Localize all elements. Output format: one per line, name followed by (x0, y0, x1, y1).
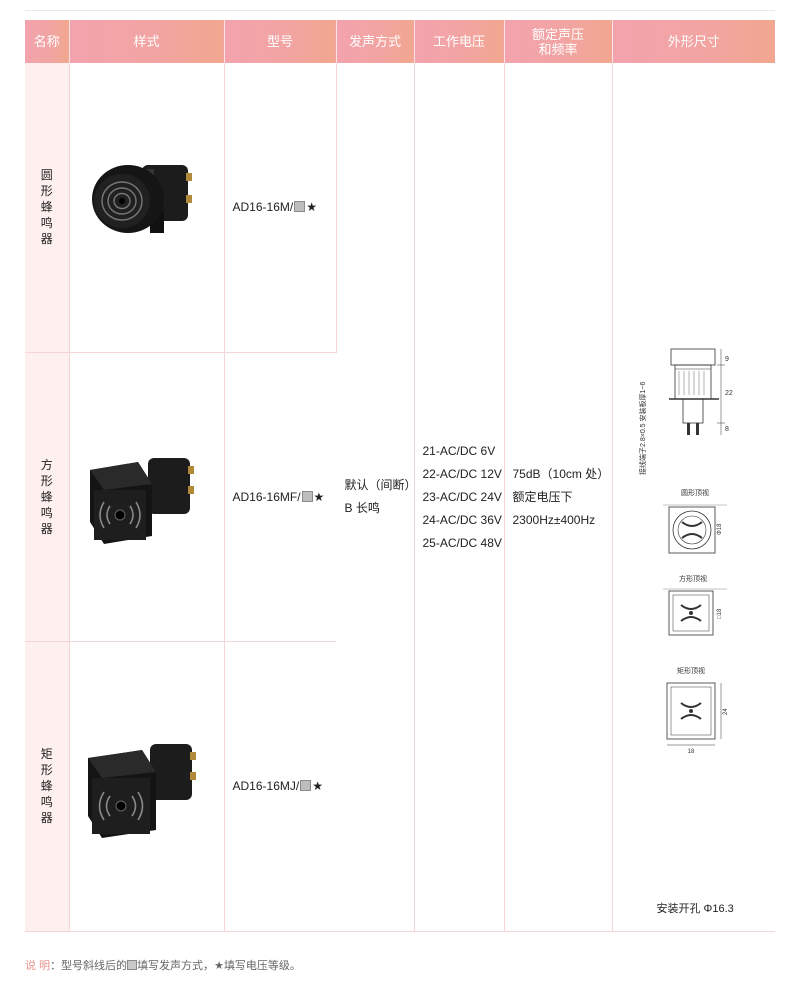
header-model: 型号 (224, 20, 337, 63)
header-rating-line2: 和频率 (538, 41, 578, 57)
header-dimensions: 外形尺寸 (612, 20, 775, 63)
voltage-star-icon: ★ (214, 960, 224, 972)
row-name-char: 器 (40, 521, 53, 536)
round-top-view-drawing: 圆形顶视 Φ18 (662, 488, 727, 554)
sound-mode-long: B 长鸣 (344, 501, 380, 515)
square-top-view-drawing: 方形顶视 □18 (662, 574, 727, 636)
row-name-square: 方 形 蜂 鸣 器 (25, 352, 70, 642)
header-rating: 额定声压 和频率 (504, 20, 613, 63)
voltage-star-icon: ★ (313, 489, 325, 504)
sound-mode-placeholder-icon (127, 960, 138, 970)
product-photo-rect (69, 641, 225, 933)
round-top-dim: Φ18 (717, 523, 723, 535)
sound-mode-default: 默认（间断） (344, 478, 417, 492)
row-name-rect: 矩 形 蜂 鸣 器 (25, 641, 70, 933)
footnote: 说 明：型号斜线后的填写发声方式，★填写电压等级。 (25, 957, 301, 973)
voltage-option: 21-AC/DC 6V (422, 443, 496, 458)
voltage-star-icon: ★ (312, 779, 323, 794)
footnote-lead: 说 明 (25, 960, 51, 972)
top-divider (25, 10, 775, 11)
row-name-char: 蜂 (40, 489, 53, 504)
voltage-option: 22-AC/DC 12V (422, 466, 502, 481)
sound-mode-placeholder-icon (294, 201, 306, 213)
rect-top-title: 矩形顶视 (677, 666, 705, 675)
footnote-part2: 填写发声方式， (137, 960, 215, 972)
row-name-char: 鸣 (40, 795, 53, 810)
rect-top-dim-h: 24 (723, 708, 729, 715)
row-name-char: 形 (40, 473, 53, 488)
header-voltage: 工作电压 (414, 20, 505, 63)
rect-buzzer-image (87, 743, 196, 838)
buzzer-spec-table: 名称 样式 型号 发声方式 工作电压 额定声压 和频率 外形尺寸 圆 形 蜂 鸣… (25, 20, 775, 933)
product-photo-square (69, 352, 225, 642)
side-view-label: 接线端子2.8×0.5 安装板厚1~6 (638, 382, 647, 475)
row-name-char: 圆 (40, 168, 53, 183)
install-hole-text: 安装开孔 Φ16.3 (656, 903, 734, 915)
rating-condition: 额定电压下 (512, 489, 573, 504)
voltage-star-icon: ★ (306, 200, 317, 215)
model-text: AD16-16M/ (232, 200, 294, 215)
model-round: AD16-16M/ ★ (224, 63, 337, 353)
side-dim-mid: 22 (725, 390, 733, 397)
rating-cell: 75dB（10cm 处） 额定电压下 2300Hz±400Hz (504, 63, 613, 932)
row-name-char: 鸣 (40, 505, 53, 520)
footnote-part3: 填写电压等级。 (223, 960, 301, 972)
sound-mode-placeholder-icon (300, 780, 312, 792)
sound-mode-placeholder-icon (301, 490, 313, 502)
rect-top-view-drawing: 矩形顶视 24 18 (666, 666, 729, 755)
square-top-title: 方形顶视 (679, 574, 707, 583)
voltage-option: 25-AC/DC 48V (422, 535, 502, 550)
row-name-char: 蜂 (40, 200, 53, 215)
voltage-cell: 21-AC/DC 6V 22-AC/DC 12V 23-AC/DC 24V 24… (414, 63, 505, 932)
round-top-title: 圆形顶视 (681, 488, 709, 497)
square-buzzer-image (89, 458, 194, 545)
side-dim-bottom: 8 (725, 426, 729, 433)
model-square: AD16-16MF/ ★ (224, 352, 336, 642)
row-name-char: 形 (40, 763, 53, 778)
row-name-char: 器 (40, 232, 53, 247)
side-view-drawing: 接线端子2.8×0.5 安装板厚1~6 (638, 348, 733, 475)
header-name: 名称 (25, 20, 70, 63)
footnote-part1: ：型号斜线后的 (50, 960, 128, 972)
table-row: 圆 形 蜂 鸣 器 (25, 63, 775, 932)
row-name-round: 圆 形 蜂 鸣 器 (25, 63, 70, 353)
row-name-char: 形 (40, 184, 53, 199)
model-text: AD16-16MJ/ (232, 779, 300, 794)
row-name-char: 器 (40, 811, 53, 826)
row-name-char: 蜂 (40, 779, 53, 794)
model-text: AD16-16MF/ (232, 489, 301, 504)
sound-mode-cell: 默认（间断） B 长鸣 (336, 63, 417, 932)
table-row: 方 形 蜂 鸣 器 AD16- (25, 352, 775, 642)
table-row: 矩 形 蜂 鸣 器 AD16- (25, 641, 775, 933)
row-name-char: 鸣 (40, 216, 53, 231)
header-style: 样式 (69, 20, 225, 63)
header-rating-line1: 额定声压 (531, 26, 584, 42)
product-photo-round (69, 63, 225, 353)
header-sound-mode: 发声方式 (336, 20, 415, 63)
rating-frequency: 2300Hz±400Hz (512, 512, 596, 527)
round-buzzer-image (91, 164, 192, 233)
voltage-option: 23-AC/DC 24V (422, 489, 502, 504)
rect-top-dim-w: 18 (687, 749, 694, 755)
header-row: 名称 样式 型号 发声方式 工作电压 额定声压 和频率 外形尺寸 (25, 20, 775, 63)
rating-db: 75dB（10cm 处） (512, 466, 610, 481)
model-rect: AD16-16MJ/ ★ (224, 641, 336, 933)
voltage-option: 24-AC/DC 36V (422, 512, 502, 527)
dimensions-cell: 接线端子2.8×0.5 安装板厚1~6 (612, 63, 775, 932)
square-top-dim: □18 (717, 608, 723, 619)
row-name-char: 矩 (40, 747, 53, 762)
side-dim-top: 9 (725, 356, 729, 363)
row-name-char: 方 (40, 457, 53, 472)
